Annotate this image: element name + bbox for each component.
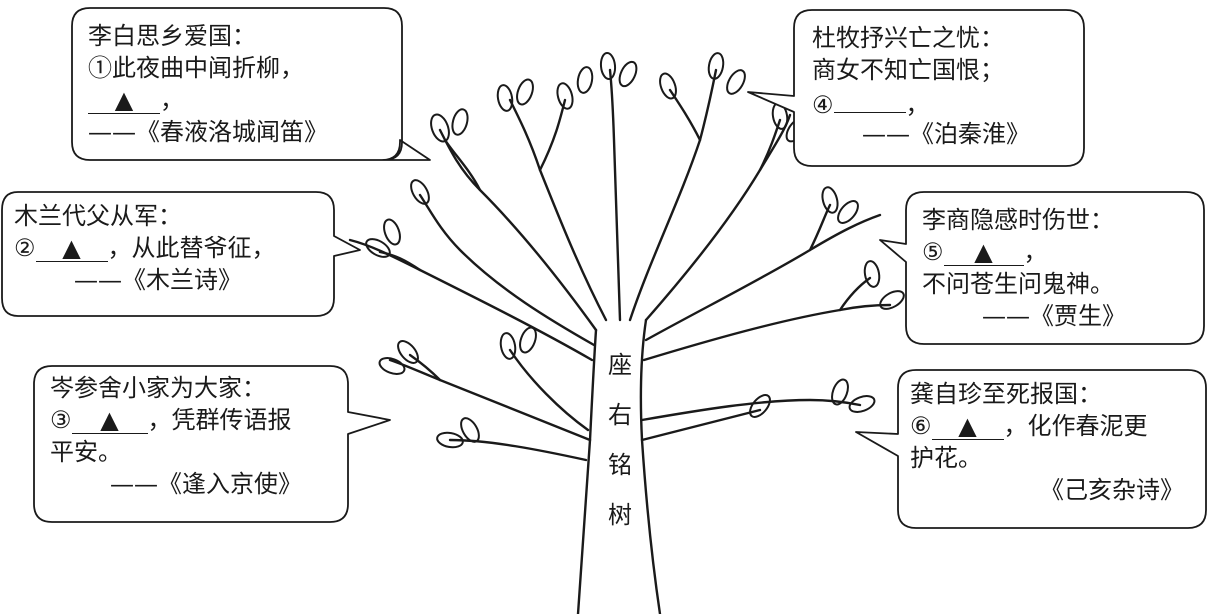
bubble-heading: 木兰代父从军： [14,202,182,230]
bubble-censhen: 岑参舍小家为大家： ③▲，凭群传语报 平安。 ——《逢入京使》 [50,372,350,500]
branch-right-mid [644,213,882,342]
poem-blank-line: ⑤▲， [922,238,1048,266]
tree-trunk-right [639,318,662,614]
bubble-lishangyin: 李商隐感时伤世： ⑤▲， 不问苍生问鬼神。 ——《贾生》 [922,204,1202,332]
branch-left-upper [438,128,598,332]
poem-source: ——《木兰诗》 [74,266,242,294]
branch-left-low2 [448,438,588,462]
bubble-heading: 杜牧抒兴亡之忧： [812,24,1004,52]
branch-left-low-inner [508,348,590,432]
answer-blank: ▲ [71,407,148,434]
tree-title-char: 树 [608,501,632,529]
tree-title-char: 座 [608,351,632,379]
bubble-gongzizhen: 龚自珍至死报国： ⑥▲，化作春泥更 护花。 《己亥杂诗》 [910,378,1200,506]
poem-line: 商女不知亡国恨； [812,56,1004,84]
bubble-heading: 李白思乡爱国： [88,22,256,50]
branch-center-right [628,68,718,322]
tree-title-char: 右 [608,401,632,429]
answer-blank: ▲ [943,239,1024,266]
branch-right-low2 [640,408,762,442]
tree-trunk-left [576,328,598,614]
poem-source: ——《逢入京使》 [110,470,302,498]
answer-blank: ▲ [35,235,108,262]
bubble-dumu: 杜牧抒兴亡之忧： 商女不知亡国恨； ④， ——《泊秦淮》 [812,22,1082,150]
branch-left-low [388,358,592,442]
poem-line: ①此夜曲中闻折柳， [88,54,304,82]
poem-blank-line: ▲， [88,84,398,116]
branch-right-upper [644,113,792,322]
bubble-libai: 李白思乡爱国： ①此夜曲中闻折柳， ▲， ——《春液洛城闻笛》 [88,20,398,148]
answer-blank: ▲ [88,87,160,114]
bubble-heading: 岑参舍小家为大家： [50,374,266,402]
bubble-outline-2 [747,9,1085,167]
tree-title-char: 铭 [608,451,632,479]
bubble-outline-5 [33,365,391,523]
bubble-heading: 龚自珍至死报国： [910,380,1102,408]
branch-left-mid [348,238,594,362]
bubble-outline-6 [855,369,1207,529]
poem-source: 《己亥杂诗》 [1040,476,1184,504]
bubble-mulan: 木兰代父从军： ②▲，从此替爷征， ——《木兰诗》 [14,200,334,296]
poem-line: 不问苍生问鬼神。 [922,270,1114,298]
poem-blank-line: ③▲，凭群传语报 [50,406,292,434]
branch-left-mid-inner [418,193,596,347]
branch-left-upper-inner [508,98,608,322]
poem-source: ——《春液洛城闻笛》 [88,118,328,146]
tree-title: 座 右 铭 树 [600,340,640,540]
poem-blank-line: ④， [812,86,1082,119]
poem-blank-line: ②▲，从此替爷征， [14,234,276,262]
bubble-outline-4 [879,191,1205,345]
branch-center [608,68,622,322]
bubble-outline-1 [71,7,431,161]
poem-line: 平安。 [50,438,122,466]
poem-line: 护花。 [910,444,982,472]
bubble-outline-3 [1,191,361,317]
poem-source: ——《泊秦淮》 [862,120,1030,148]
bubble-heading: 李商隐感时伤世： [922,206,1114,234]
answer-blank: ▲ [931,413,1004,440]
poem-source: ——《贾生》 [982,302,1126,330]
poem-blank-line: ⑥▲，化作春泥更 [910,412,1148,440]
branch-right-mid2 [642,303,892,362]
answer-blank [833,86,906,113]
